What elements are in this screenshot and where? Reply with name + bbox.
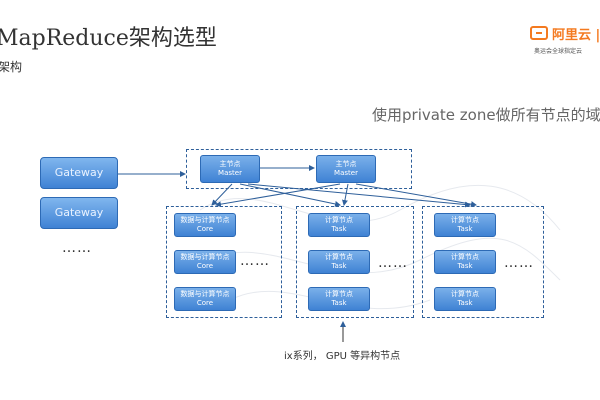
core-node-2-role: Core bbox=[196, 262, 214, 270]
gateway-ellipsis: …… bbox=[62, 240, 92, 256]
task-group-2-ellipsis: …… bbox=[504, 255, 534, 271]
task-group-1-node-3: 计算节点 Task bbox=[308, 287, 370, 311]
aliyun-logo-icon bbox=[530, 26, 548, 40]
task-group-1-node-2: 计算节点 Task bbox=[308, 250, 370, 274]
master-node-2-role: Master bbox=[334, 169, 358, 177]
page-subtitle: 架构 bbox=[0, 60, 23, 74]
task-group-2-node-3: 计算节点 Task bbox=[434, 287, 496, 311]
task-group-2-node-1: 计算节点 Task bbox=[434, 213, 496, 237]
master-node-1: 主节点 Master bbox=[200, 155, 260, 183]
task-group-2-node-3-role: Task bbox=[457, 299, 473, 307]
core-group bbox=[166, 206, 282, 318]
master-node-2-label: 主节点 bbox=[335, 160, 357, 168]
master-node-1-role: Master bbox=[218, 169, 242, 177]
core-node-3: 数据与计算节点 Core bbox=[174, 287, 236, 311]
task-group-2-node-2: 计算节点 Task bbox=[434, 250, 496, 274]
page-title: MapReduce架构选型 bbox=[0, 26, 217, 51]
task-group-2 bbox=[422, 206, 544, 318]
aliyun-logo: 阿里云 | 奥运会全球指定云 bbox=[530, 26, 600, 66]
master-node-2: 主节点 Master bbox=[316, 155, 376, 183]
task-group-1 bbox=[296, 206, 414, 318]
task-group-1-node-1-role: Task bbox=[331, 225, 347, 233]
gateway-node-2: Gateway bbox=[40, 197, 118, 229]
task-group-1-ellipsis: …… bbox=[378, 255, 408, 271]
task-group-1-node-1: 计算节点 Task bbox=[308, 213, 370, 237]
task-group-1-node-2-label: 计算节点 bbox=[325, 253, 353, 261]
master-node-1-label: 主节点 bbox=[219, 160, 241, 168]
task-group-2-node-3-label: 计算节点 bbox=[451, 290, 479, 298]
gateway-node-1: Gateway bbox=[40, 157, 118, 189]
core-node-3-label: 数据与计算节点 bbox=[180, 290, 230, 298]
core-ellipsis: …… bbox=[240, 253, 270, 269]
core-node-2: 数据与计算节点 Core bbox=[174, 250, 236, 274]
core-node-3-role: Core bbox=[196, 299, 214, 307]
core-node-1: 数据与计算节点 Core bbox=[174, 213, 236, 237]
task-group-2-node-1-role: Task bbox=[457, 225, 473, 233]
core-node-1-label: 数据与计算节点 bbox=[180, 216, 230, 224]
task-group-1-node-3-role: Task bbox=[331, 299, 347, 307]
private-zone-note: 使用private zone做所有节点的域名 bbox=[372, 106, 600, 124]
task-group-1-node-2-role: Task bbox=[331, 262, 347, 270]
logo-tagline: 奥运会全球指定云 bbox=[534, 48, 583, 55]
task-group-1-node-3-label: 计算节点 bbox=[325, 290, 353, 298]
core-node-1-role: Core bbox=[196, 225, 214, 233]
task-group-2-node-2-label: 计算节点 bbox=[451, 253, 479, 261]
master-group bbox=[186, 149, 412, 189]
task-group-1-node-1-label: 计算节点 bbox=[325, 216, 353, 224]
task-group-2-node-1-label: 计算节点 bbox=[451, 216, 479, 224]
heterogeneous-nodes-caption: ix系列， GPU 等异构节点 bbox=[284, 351, 401, 362]
logo-brand: 阿里云 | bbox=[552, 28, 600, 43]
core-node-2-label: 数据与计算节点 bbox=[180, 253, 230, 261]
task-group-2-node-2-role: Task bbox=[457, 262, 473, 270]
